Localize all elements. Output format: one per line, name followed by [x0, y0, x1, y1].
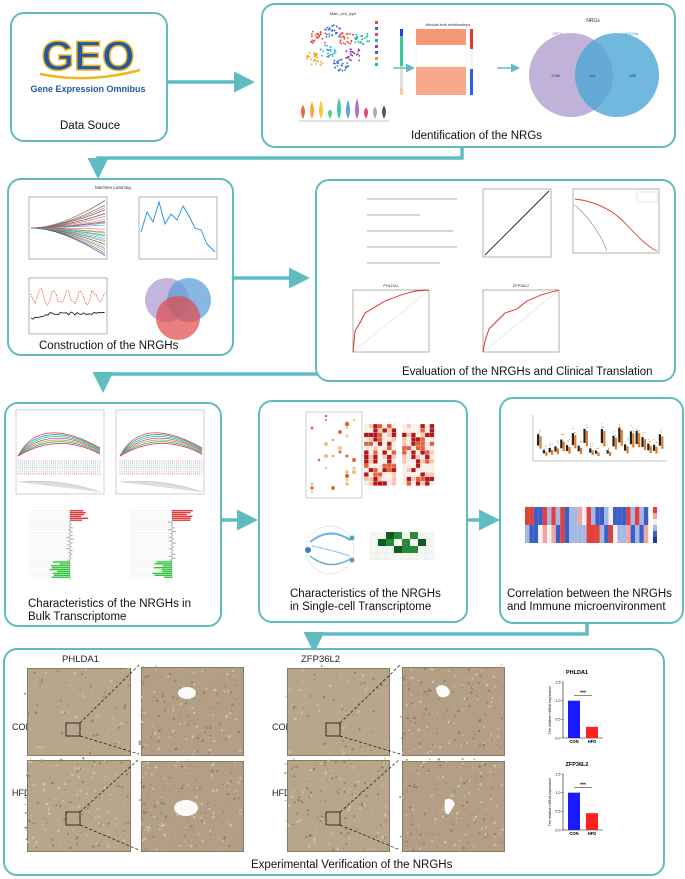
ml-venn: [145, 278, 211, 340]
ml-title: Machine Learning: [95, 185, 131, 190]
x-tick-label: CON: [569, 739, 578, 744]
caption-bulk-line1: Characteristics of the NRGHs in: [28, 598, 191, 610]
panel-single-cell: Characteristics of the NRGHs in Single-c…: [258, 400, 468, 623]
cellchat-network: [305, 525, 355, 575]
y-tick-label: 1.5: [555, 680, 560, 684]
roc-phlda1-title: PHLDA1: [383, 283, 399, 288]
gene2-label: ZFP36L2: [301, 654, 341, 665]
row-label-hfd-2: HFD: [272, 788, 291, 798]
violin-plot: [299, 97, 389, 122]
bar-hfd: [586, 813, 598, 830]
caption-immune-line2: and Immune microenvironment: [507, 601, 666, 613]
row-label-hfd-1: HFD: [12, 788, 31, 798]
bar-chart-zfp36l2-title: ZFP36L2: [566, 762, 589, 768]
caption-bulk: Characteristics of the NRGHs in Bulk Tra…: [28, 598, 191, 624]
bar-con: [568, 792, 580, 830]
x-tick-label: HFD: [588, 831, 597, 836]
caption-data-source: Data Souce: [60, 120, 121, 132]
module-trait-heatmap: Module-trait relationships: [400, 22, 473, 95]
row-label-con-1: CON: [12, 722, 32, 732]
significance-label: ***: [580, 691, 586, 697]
caption-verification: Experimental Verification of the NRGHs: [251, 859, 453, 871]
dotplot: [305, 411, 363, 499]
caption-immune-line1: Correlation between the NRGHs: [507, 588, 672, 600]
y-tick-label: 1.5: [555, 772, 560, 776]
panel-bulk: Characteristics of the NRGHs in Bulk Tra…: [4, 402, 222, 627]
geo-logo-subtitle: Gene Expression Omnibus: [30, 84, 145, 94]
gsea-plot-2: [115, 409, 205, 495]
bar-con: [568, 700, 580, 738]
caption-single-cell-line2: in Single-cell Transcriptome: [290, 601, 432, 613]
x-tick-label: CON: [569, 831, 578, 836]
panel-immune: Correlation between the NRGHs and Immune…: [499, 397, 684, 624]
roc-zfp36l2: ZFP36L2: [482, 283, 560, 353]
nomogram: [367, 198, 457, 264]
venn-left-count: 1766: [551, 73, 561, 78]
nrgs-venn: NRGs DEGs WGCNA 1766 114 286: [529, 18, 659, 117]
panel-identification: Main_cell_type Module-trait relationship…: [261, 3, 676, 148]
y-tick-label: 0.0: [555, 736, 560, 740]
caption-evaluation: Evaluation of the NRGHs and Clinical Tra…: [402, 366, 653, 378]
immune-boxplot: [532, 415, 667, 462]
y-axis-label: The relative mRNA expression: [548, 686, 552, 735]
arrow-identification-to-construction: [87, 148, 464, 179]
roc-phlda1: PHLDA1: [352, 283, 430, 353]
gsea-plot-1: [15, 409, 105, 495]
green-heatmap: [369, 531, 435, 561]
caption-single-cell-line1: Characteristics of the NRGHs: [290, 588, 441, 600]
significance-label: ***: [580, 783, 586, 789]
row-label-con-2: CON: [272, 722, 292, 732]
calibration-plot: [482, 188, 552, 258]
y-tick-label: 1.0: [555, 791, 560, 795]
bar-chart-phlda1-title: PHLDA1: [566, 670, 588, 676]
gsva-barplot-2: [130, 509, 193, 580]
y-tick-label: 0.5: [555, 810, 560, 814]
svm-rfe-plot: [28, 277, 108, 335]
caption-immune: Correlation between the NRGHs and Immune…: [507, 588, 672, 614]
arrow-immune-to-verification: [303, 624, 589, 653]
bar-hfd: [586, 726, 598, 738]
caption-bulk-line2: Bulk Transcriptome: [28, 611, 127, 623]
immune-correlation-heatmap: [525, 507, 657, 543]
ihc-zfp36l2-con-zoom: [402, 667, 505, 756]
caption-identification: Identification of the NRGs: [411, 130, 543, 142]
roc-zfp36l2-title: ZFP36L2: [513, 283, 530, 288]
geo-logo: GEO Gene Expression Omnibus: [30, 31, 145, 94]
ihc-zfp36l2-hfd-low: [287, 760, 390, 852]
y-tick-label: 1.0: [555, 699, 560, 703]
geo-logo-letters: GEO: [41, 32, 134, 79]
sc-heatmaps: [363, 423, 435, 486]
x-tick-label: HFD: [588, 739, 597, 744]
gene1-label: PHLDA1: [62, 654, 99, 665]
venn-right-label: WGCNA: [623, 31, 639, 36]
tsne-title: Main_cell_type: [330, 11, 357, 16]
panel-verification: PHLDA1 ZFP36L2 CON HFD CON HFD PHLDA1 0.…: [3, 648, 665, 876]
venn-left-label: DEGs: [553, 31, 564, 36]
y-tick-label: 0.0: [555, 828, 560, 832]
ihc-phlda1-con-low: [27, 668, 131, 756]
gsva-barplot-1: [28, 509, 89, 580]
caption-construction: Construction of the NRGHs: [39, 340, 179, 352]
y-tick-label: 0.5: [555, 718, 560, 722]
panel-data-source: GEO Gene Expression Omnibus Data Souce: [10, 12, 168, 142]
dca-plot: [572, 188, 660, 254]
lasso-path-plot: [28, 196, 108, 260]
tsne-scatter: Main_cell_type: [306, 11, 378, 72]
panel-construction: Machine Learning Construction of the NRG…: [7, 178, 234, 356]
venn-mid-count: 114: [589, 73, 596, 78]
caption-single-cell: Characteristics of the NRGHs in Single-c…: [290, 588, 441, 614]
panel-evaluation: PHLDA1 ZFP36L2 Evaluation of the NRGHs a…: [315, 179, 676, 382]
rf-error-plot: [138, 196, 218, 260]
venn-title: NRGs: [586, 18, 600, 24]
y-axis-label: The relative mRNA expression: [548, 778, 552, 827]
venn-right-count: 286: [629, 73, 636, 78]
heatmap-title: Module-trait relationships: [426, 22, 471, 27]
